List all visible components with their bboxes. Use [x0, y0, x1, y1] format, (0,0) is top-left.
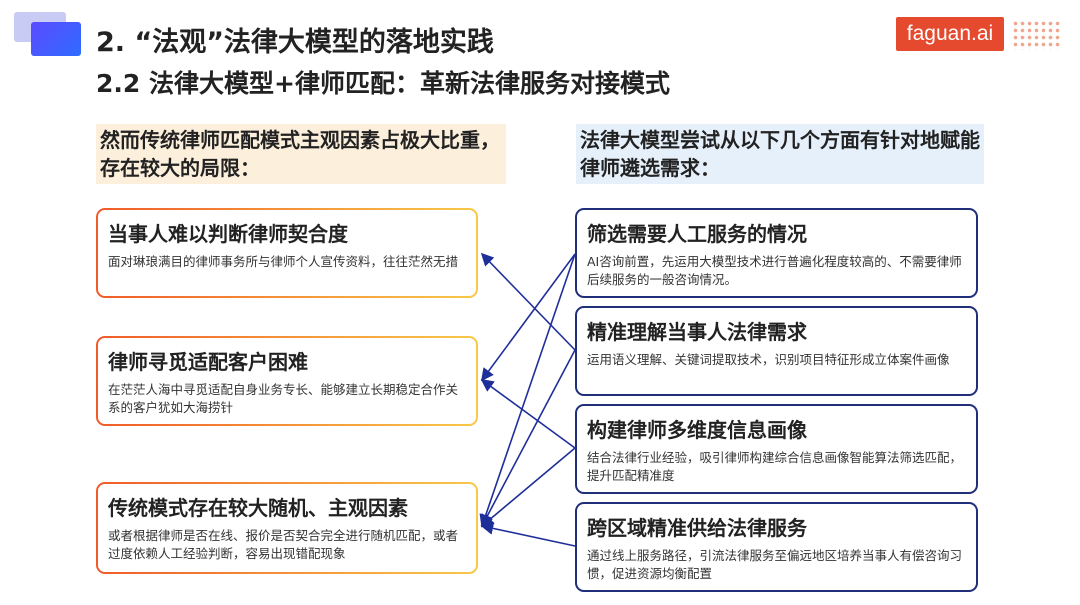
right-card-desc: 运用语义理解、关键词提取技术，识别项目特征形成立体案件画像 — [587, 352, 950, 367]
arrow-line — [480, 447, 576, 528]
faguan-logo: faguan.ai — [896, 17, 1004, 51]
right-card-1: 筛选需要人工服务的情况 AI咨询前置，先运用大模型技术进行普遍化程度较高的、不需… — [575, 208, 978, 298]
arrow-line — [479, 253, 576, 528]
right-card-title: 精准理解当事人法律需求 — [587, 320, 807, 344]
right-card-2: 精准理解当事人法律需求 运用语义理解、关键词提取技术，识别项目特征形成立体案件画… — [575, 306, 978, 396]
right-card-desc: 结合法律行业经验，吸引律师构建综合信息画像智能算法筛选匹配，提升匹配精准度 — [587, 450, 963, 483]
right-card-4: 跨区域精准供给法律服务 通过线上服务路径，引流法律服务至偏远地区培养当事人有偿咨… — [575, 502, 978, 592]
left-card-title: 律师寻觅适配客户困难 — [108, 350, 308, 374]
arrow-line — [480, 252, 576, 351]
right-card-3: 构建律师多维度信息画像 结合法律行业经验，吸引律师构建综合信息画像智能算法筛选匹… — [575, 404, 978, 494]
right-card-title: 构建律师多维度信息画像 — [587, 418, 807, 442]
arrow-line — [480, 379, 576, 449]
left-heading: 然而传统律师匹配模式主观因素占极大比重，存在较大的局限： — [96, 124, 506, 184]
right-card-title: 筛选需要人工服务的情况 — [587, 222, 807, 246]
left-card-title: 当事人难以判断律师契合度 — [108, 222, 348, 246]
left-card-title: 传统模式存在较大随机、主观因素 — [108, 496, 408, 520]
left-card-desc: 在茫茫人海中寻觅适配自身业务专长、能够建立长期稳定合作关系的客户犹如大海捞针 — [108, 382, 459, 415]
left-card-desc: 或者根据律师是否在线、报价是否契合完全进行随机匹配，或者过度依赖人工经验判断，容… — [108, 528, 459, 561]
decor-square-blue — [31, 22, 81, 56]
left-card-2: 律师寻觅适配客户困难 在茫茫人海中寻觅适配自身业务专长、能够建立长期稳定合作关系… — [96, 336, 478, 426]
arrow-line — [481, 349, 576, 528]
left-card-3: 传统模式存在较大随机、主观因素 或者根据律师是否在线、报价是否契合完全进行随机匹… — [96, 482, 478, 574]
left-card-1: 当事人难以判断律师契合度 面对琳琅满目的律师事务所与律师个人宣传资料，往往茫然无… — [96, 208, 478, 298]
right-heading: 法律大模型尝试从以下几个方面有针对地赋能律师遴选需求： — [576, 124, 984, 184]
page-title: 2. “法观”法律大模型的落地实践 — [96, 27, 494, 58]
arrow-line — [481, 253, 576, 382]
arrow-line — [480, 522, 576, 547]
page-subtitle: 2.2 法律大模型+律师匹配：革新法律服务对接模式 — [96, 69, 670, 98]
right-card-desc: 通过线上服务路径，引流法律服务至偏远地区培养当事人有偿咨询习惯，促进资源均衡配置 — [587, 548, 963, 581]
left-card-desc: 面对琳琅满目的律师事务所与律师个人宣传资料，往往茫然无措 — [108, 254, 459, 269]
right-card-title: 跨区域精准供给法律服务 — [587, 516, 807, 540]
dot-pattern-decor — [1012, 20, 1060, 50]
right-card-desc: AI咨询前置，先运用大模型技术进行普遍化程度较高的、不需要律师后续服务的一般咨询… — [587, 254, 962, 287]
